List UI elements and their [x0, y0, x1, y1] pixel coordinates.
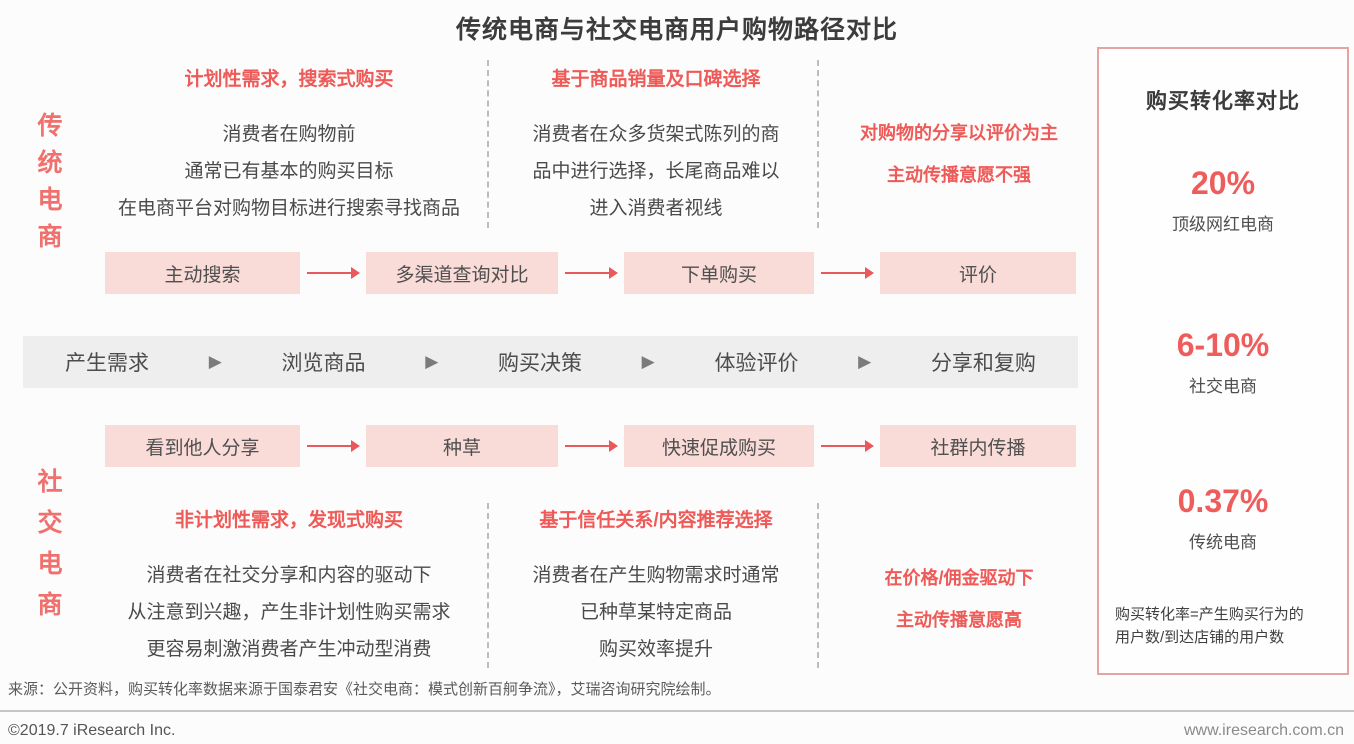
footer-divider: [0, 710, 1354, 712]
column-header: 计划性需求，搜索式购买: [184, 69, 394, 90]
column-text-line: 消费者在产生购物需求时通常: [532, 565, 780, 586]
journey-stage: 购买决策: [497, 352, 582, 375]
flow-step-seeded: 种草: [366, 425, 558, 467]
column-text-line: 更容易刺激消费者产生冲动型消费: [146, 639, 432, 660]
traditional-column-selection: 基于商品销量及口碑选择 消费者在众多货架式陈列的商 品中进行选择，长尾商品难以 …: [500, 64, 812, 227]
dashed-divider: [817, 503, 819, 668]
flow-arrow-icon: [558, 267, 624, 279]
flow-step-active-search: 主动搜索: [105, 252, 300, 294]
flow-arrow-icon: [814, 440, 880, 452]
note-line: 购买转化率=产生购买行为的: [1115, 606, 1304, 623]
social-ecommerce-side-label: 社交电商: [34, 468, 62, 632]
highlight-text-line: 在价格/佣金驱动下: [884, 568, 1034, 588]
column-header: 基于信任关系/内容推荐选择: [539, 510, 773, 531]
panel-title: 购买转化率对比: [1146, 90, 1300, 113]
highlight-text-line: 主动传播意愿高: [896, 610, 1022, 630]
conversion-stat-value: 20%: [1190, 165, 1256, 201]
conversion-formula-note: 购买转化率=产生购买行为的 用户数/到达店铺的用户数: [1115, 603, 1339, 649]
flow-arrow-icon: [814, 267, 880, 279]
column-text-line: 在电商平台对购物目标进行搜索寻找商品: [117, 198, 460, 219]
social-column-demand: 非计划性需求，发现式购买 消费者在社交分享和内容的驱动下 从注意到兴趣，产生非计…: [93, 505, 485, 668]
page-title: 传统电商与社交电商用户购物路径对比: [455, 16, 898, 44]
flow-arrow-icon: [558, 440, 624, 452]
column-text-line: 从注意到兴趣，产生非计划性购买需求: [127, 602, 451, 623]
flow-step-multichannel-compare: 多渠道查询对比: [366, 252, 558, 294]
column-text-line: 已种草某特定商品: [579, 602, 732, 623]
column-text-line: 消费者在众多货架式陈列的商: [532, 124, 780, 145]
journey-stage: 体验评价: [714, 352, 799, 375]
highlight-text-line: 主动传播意愿不强: [887, 165, 1031, 185]
note-line: 用户数/到达店铺的用户数: [1115, 629, 1285, 646]
column-text-line: 购买效率提升: [598, 639, 713, 660]
conversion-rate-panel: 购买转化率对比 20% 顶级网红电商 6-10% 社交电商 0.37% 传统电商…: [1097, 47, 1349, 675]
website-link[interactable]: www.iresearch.com.cn: [1183, 722, 1344, 739]
journey-arrow-icon: ▶: [425, 352, 439, 371]
copyright-text: ©2019.7 iResearch Inc.: [8, 722, 176, 739]
column-header: 非计划性需求，发现式购买: [174, 510, 403, 531]
flow-step-review: 评价: [880, 252, 1076, 294]
journey-arrow-icon: ▶: [641, 352, 655, 371]
dashed-divider: [487, 503, 489, 668]
dashed-divider: [487, 60, 489, 228]
social-column-sharing: 在价格/佣金驱动下 主动传播意愿高: [826, 567, 1092, 651]
source-note: 来源：公开资料，购买转化率数据来源于国泰君安《社交电商：模式创新百舸争流》，艾瑞…: [8, 681, 721, 698]
conversion-stat-label: 传统电商: [1189, 533, 1257, 552]
flow-step-quick-purchase: 快速促成购买: [624, 425, 814, 467]
conversion-stat-label: 顶级网红电商: [1172, 215, 1274, 234]
column-text-line: 品中进行选择，长尾商品难以: [532, 161, 780, 182]
column-header: 基于商品销量及口碑选择: [551, 69, 761, 90]
journey-stage: 浏览商品: [281, 352, 366, 375]
journey-arrow-icon: ▶: [208, 352, 222, 371]
traditional-column-demand: 计划性需求，搜索式购买 消费者在购物前 通常已有基本的购买目标 在电商平台对购物…: [93, 64, 485, 227]
social-flow-row: 看到他人分享 种草 快速促成购买 社群内传播: [105, 425, 1078, 467]
flow-arrow-icon: [300, 440, 366, 452]
dashed-divider: [817, 60, 819, 228]
flow-step-community-spread: 社群内传播: [880, 425, 1076, 467]
column-text-line: 消费者在购物前: [222, 124, 356, 145]
journey-stage: 产生需求: [65, 352, 149, 375]
traditional-column-sharing: 对购物的分享以评价为主 主动传播意愿不强: [826, 122, 1092, 206]
conversion-stat-label: 社交电商: [1189, 377, 1257, 396]
flow-step-see-others-share: 看到他人分享: [105, 425, 300, 467]
highlight-text-line: 对购物的分享以评价为主: [860, 123, 1058, 143]
flow-arrow-icon: [300, 267, 366, 279]
column-text-line: 通常已有基本的购买目标: [184, 161, 394, 182]
traditional-flow-row: 主动搜索 多渠道查询对比 下单购买 评价: [105, 252, 1078, 294]
conversion-stat-value: 6-10%: [1176, 327, 1270, 363]
column-text-line: 消费者在社交分享和内容的驱动下: [146, 565, 432, 586]
column-text-line: 进入消费者视线: [589, 198, 723, 219]
traditional-ecommerce-side-label: 传统电商: [34, 112, 62, 260]
conversion-stat-value: 0.37%: [1177, 483, 1269, 519]
journey-arrow-icon: ▶: [858, 352, 872, 371]
social-column-selection: 基于信任关系/内容推荐选择 消费者在产生购物需求时通常 已种草某特定商品 购买效…: [500, 505, 812, 668]
journey-stage-band: 产生需求 ▶ 浏览商品 ▶ 购买决策 ▶ 体验评价 ▶ 分享和复购: [23, 336, 1078, 388]
flow-step-place-order: 下单购买: [624, 252, 814, 294]
journey-stage: 分享和复购: [930, 352, 1036, 375]
